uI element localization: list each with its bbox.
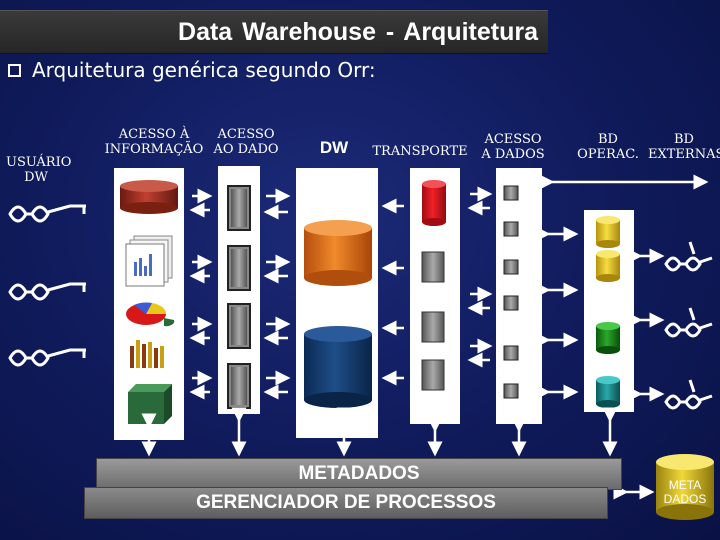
header-usuario-dw: USUÁRIO DW <box>6 155 72 185</box>
document-icon <box>227 303 251 349</box>
header-bd-operac-line1: BD <box>598 132 618 147</box>
subtitle: Arquitetura genérica segundo Orr: <box>32 58 376 82</box>
pie-chart-icon <box>122 294 176 336</box>
header-acesso-informacao-line1: ACESSO À <box>118 127 190 142</box>
header-dw: DW <box>319 138 349 157</box>
dw-orange-database-icon <box>304 220 372 286</box>
header-acesso-dados-line2: A DADOS <box>481 147 545 162</box>
page-title: Data Warehouse - Arquitetura <box>178 18 538 46</box>
header-acesso-dado-line1: ACESSO <box>217 127 275 142</box>
access-dados-column <box>496 168 542 424</box>
header-usuario-line1: USUÁRIO <box>6 155 72 170</box>
bd-yellow-database-icon <box>596 216 620 248</box>
metadados-bar: METADADOS <box>96 458 622 490</box>
report-icon <box>125 235 173 287</box>
header-bd-operac-line2: OPERAC. <box>577 147 639 162</box>
bd-green-database-icon <box>596 322 620 354</box>
meta-dados-line1: META <box>668 478 702 492</box>
transport-box-icon <box>421 251 445 283</box>
header-acesso-dados-line1: ACESSO <box>484 132 542 147</box>
transport-red-database-icon <box>422 180 446 226</box>
header-bd-externas-line1: BD <box>674 132 694 147</box>
meta-dados-line2: DADOS <box>663 492 707 506</box>
header-acesso-dados: ACESSO A DADOS <box>472 132 554 162</box>
header-acesso-dado: ACESSO AO DADO <box>206 127 286 157</box>
bd-yellow-database-icon <box>596 250 620 282</box>
bar-chart-icon <box>124 338 172 370</box>
user-glasses-icon <box>8 204 86 223</box>
database-icon <box>120 180 178 214</box>
arrows-group <box>141 174 709 500</box>
header-acesso-informacao-line2: INFORMAÇÃO <box>104 142 204 157</box>
title-bar: Data Warehouse - Arquitetura <box>0 10 548 54</box>
meta-dados-label: META DADOS <box>656 478 714 506</box>
access-box-icon <box>503 345 519 361</box>
header-bd-externas-line2: EXTERNAS <box>648 147 720 162</box>
access-box-icon <box>503 295 519 311</box>
gerenciador-label: GERENCIADOR DE PROCESSOS <box>196 492 496 513</box>
transport-box-icon <box>421 359 445 391</box>
access-box-icon <box>503 185 519 201</box>
transport-box-icon <box>421 311 445 343</box>
header-bd-operac: BD OPERAC. <box>570 132 646 162</box>
access-box-icon <box>503 259 519 275</box>
access-box-icon <box>503 221 519 237</box>
header-bd-externas: BD EXTERNAS <box>648 132 720 162</box>
cube-icon <box>128 384 172 424</box>
bd-teal-database-icon <box>596 376 620 408</box>
user-glasses-icon <box>8 282 86 301</box>
header-usuario-line2: DW <box>24 170 48 185</box>
external-glasses-icon <box>664 241 713 272</box>
user-glasses-icon <box>8 348 86 367</box>
external-glasses-icon <box>664 307 713 338</box>
header-transporte: TRANSPORTE <box>372 144 468 159</box>
bullet-icon <box>8 64 21 77</box>
meta-dados-database-icon <box>656 454 714 520</box>
document-icon <box>227 185 251 231</box>
header-acesso-informacao: ACESSO À INFORMAÇÃO <box>100 127 208 157</box>
metadados-label: METADADOS <box>298 463 420 484</box>
document-icon <box>227 363 251 409</box>
gerenciador-bar: GERENCIADOR DE PROCESSOS <box>84 487 608 519</box>
access-box-icon <box>503 383 519 399</box>
document-icon <box>227 245 251 291</box>
dw-blue-database-icon <box>304 326 372 408</box>
external-glasses-icon <box>664 379 713 410</box>
header-acesso-dado-line2: AO DADO <box>213 142 279 157</box>
